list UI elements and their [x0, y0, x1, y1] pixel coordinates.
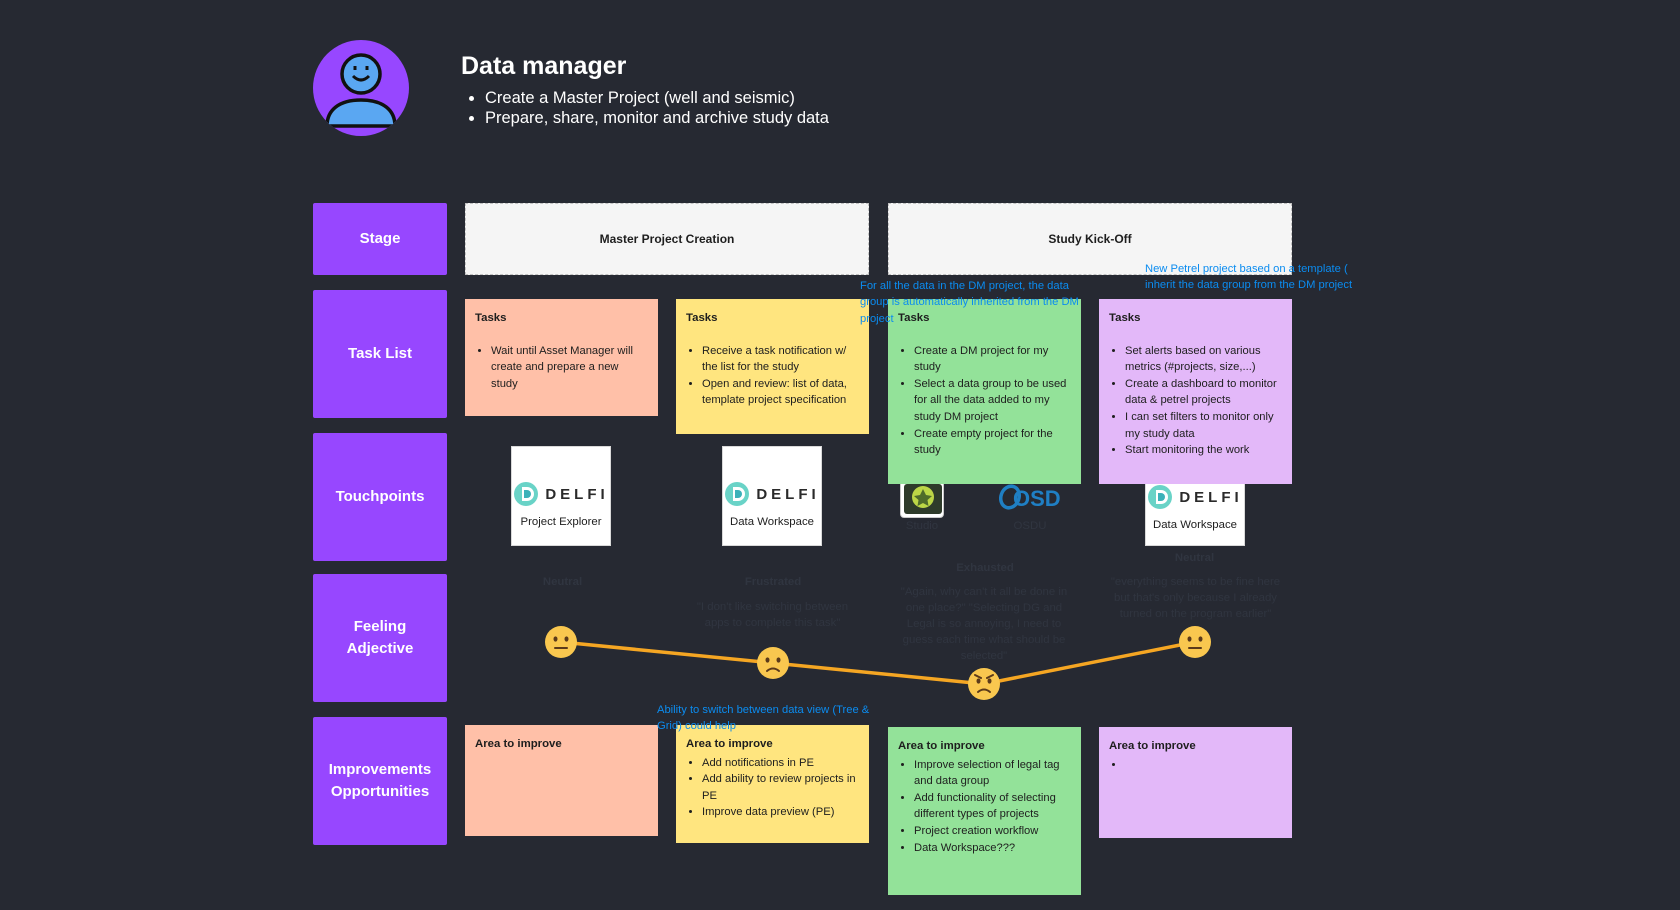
- studio-logo-icon: [904, 484, 942, 514]
- task-item: I can set filters to monitor only my stu…: [1125, 409, 1282, 442]
- improvement-sticky[interactable]: Area to improve: [1099, 727, 1292, 838]
- improvement-item: Add functionality of selecting different…: [914, 790, 1071, 823]
- improvement-sticky[interactable]: Area to improve Add notifications in PE …: [676, 725, 869, 843]
- improvement-item: Add notifications in PE: [702, 755, 859, 772]
- delfi-logo-icon: DELFI: [1147, 484, 1242, 510]
- neutral-face-icon: [545, 626, 577, 658]
- task-item: Create empty project for the study: [914, 426, 1071, 459]
- persona-goal: Create a Master Project (well and seismi…: [485, 88, 829, 108]
- task-title: Tasks: [686, 312, 718, 324]
- task-title: Tasks: [1109, 312, 1141, 324]
- row-label-improvements: Improvements Opportunities: [313, 717, 447, 845]
- feeling-adjective: Frustrated: [744, 576, 802, 588]
- task-item: Select a data group to be used for all t…: [914, 376, 1071, 426]
- task-sticky[interactable]: Tasks Create a DM project for my study S…: [888, 299, 1081, 484]
- delfi-logo-icon: DELFI: [724, 481, 819, 507]
- task-item: Receive a task notification w/ the list …: [702, 343, 859, 376]
- frowning-face-icon: [757, 647, 789, 679]
- task-item: Set alerts based on various metrics (#pr…: [1125, 343, 1282, 376]
- row-label-feeling: Feeling Adjective: [313, 574, 447, 702]
- improvement-title: Area to improve: [1109, 740, 1196, 752]
- user-icon: [325, 53, 397, 128]
- touchpoint-card[interactable]: DELFI Project Explorer: [511, 446, 611, 546]
- task-item: Wait until Asset Manager will create and…: [491, 343, 648, 393]
- delfi-wordmark: DELFI: [545, 485, 609, 503]
- persona-title: Data manager: [461, 52, 627, 80]
- neutral-face-icon: [1179, 626, 1211, 658]
- task-title: Tasks: [475, 312, 507, 324]
- improvement-item: Project creation workflow: [914, 823, 1071, 840]
- feeling-quote: "Again, why can't it all be done in one …: [900, 586, 1068, 662]
- improvement-title: Area to improve: [898, 740, 985, 752]
- touchpoint-card[interactable]: DELFI Data Workspace: [722, 446, 822, 546]
- task-item: Create a DM project for my study: [914, 343, 1071, 376]
- stage-study-kick-off[interactable]: Study Kick-Off: [888, 203, 1292, 275]
- row-label-touchpoints: Touchpoints: [313, 433, 447, 561]
- delfi-logo-icon: DELFI: [513, 481, 608, 507]
- improvement-item: Add ability to review projects in PE: [702, 771, 859, 804]
- touchpoint-label: OSDU: [1013, 520, 1047, 532]
- touchpoint-label: Studio: [905, 520, 939, 532]
- comment-note[interactable]: For all the data in the DM project, the …: [860, 280, 1079, 325]
- touchpoint-label: Data Workspace: [730, 516, 814, 528]
- delfi-wordmark: DELFI: [1179, 488, 1243, 506]
- task-title: Tasks: [898, 312, 930, 324]
- persona-goal: Prepare, share, monitor and archive stud…: [485, 108, 829, 128]
- persona-avatar: [313, 40, 409, 136]
- task-item: Open and review: list of data, template …: [702, 376, 859, 409]
- improvement-title: Area to improve: [686, 738, 773, 750]
- improvement-sticky[interactable]: Area to improve: [465, 725, 658, 836]
- feeling-adjective: Neutral: [1174, 552, 1215, 564]
- improvement-item: Improve selection of legal tag and data …: [914, 757, 1071, 790]
- task-sticky[interactable]: Tasks Set alerts based on various metric…: [1099, 299, 1292, 484]
- feeling-adjective: Exhausted: [956, 562, 1014, 574]
- task-item: Start monitoring the work: [1125, 442, 1282, 459]
- improvement-item: Data Workspace???: [914, 840, 1071, 857]
- comment-note[interactable]: Ability to switch between data view (Tre…: [657, 704, 870, 733]
- touchpoint-card[interactable]: DELFI Data Workspace: [1145, 484, 1245, 546]
- feeling-quote: "everything seems to be fine here but th…: [1110, 576, 1281, 620]
- feeling-line: [560, 640, 1196, 686]
- improvement-item: [1125, 757, 1282, 774]
- feeling-adjective: Neutral: [542, 576, 583, 588]
- touchpoint-label: Project Explorer: [520, 516, 602, 528]
- delfi-wordmark: DELFI: [756, 485, 820, 503]
- task-sticky[interactable]: Tasks Wait until Asset Manager will crea…: [465, 299, 658, 416]
- row-label-stage: Stage: [313, 203, 447, 275]
- touchpoint-label: Data Workspace: [1153, 519, 1237, 531]
- improvement-item: Improve data preview (PE): [702, 804, 859, 821]
- task-sticky[interactable]: Tasks Receive a task notification w/ the…: [676, 299, 869, 434]
- improvement-title: Area to improve: [475, 738, 562, 750]
- touchpoint-studio[interactable]: [900, 484, 944, 518]
- improvement-sticky[interactable]: Area to improve Improve selection of leg…: [888, 727, 1081, 895]
- comment-note[interactable]: New Petrel project based on a template (…: [1145, 263, 1353, 292]
- task-item: Create a dashboard to monitor data & pet…: [1125, 376, 1282, 409]
- angry-face-icon: [968, 668, 1000, 700]
- stage-master-project-creation[interactable]: Master Project Creation: [465, 203, 869, 275]
- feeling-quote: "I don't like switching between apps to …: [696, 601, 849, 629]
- persona-goals: Create a Master Project (well and seismi…: [485, 88, 829, 128]
- row-label-task-list: Task List: [313, 290, 447, 418]
